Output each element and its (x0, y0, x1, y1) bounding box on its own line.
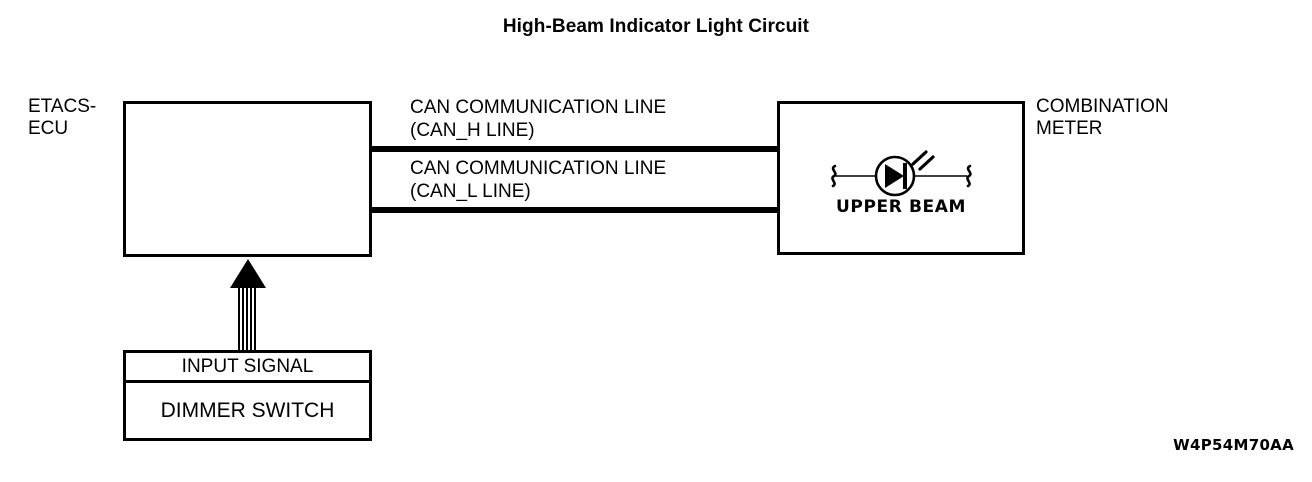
led-lamp-upper-beam-icon (831, 150, 972, 197)
can-h-line-label: CAN COMMUNICATION LINE (CAN_H LINE) (410, 97, 667, 141)
input-signal-label: INPUT SIGNAL (181, 356, 314, 377)
can-l-line-label: CAN COMMUNICATION LINE (CAN_L LINE) (410, 158, 667, 202)
drawing-code: W4P54M70AA (1173, 436, 1294, 454)
etacs-ecu-label: ETACS- ECU (28, 96, 97, 139)
upper-beam-label: UPPER BEAM (836, 197, 966, 217)
etacs-ecu-box (123, 101, 372, 257)
input-signal-arrow-icon (230, 259, 266, 351)
page-title: High-Beam Indicator Light Circuit (502, 16, 810, 37)
can-l-line (372, 207, 778, 213)
dimmer-switch-label: DIMMER SWITCH (160, 399, 335, 422)
dimmer-switch-divider (126, 380, 369, 383)
dimmer-switch-box: INPUT SIGNAL DIMMER SWITCH (123, 350, 372, 441)
can-h-line (372, 146, 778, 152)
combination-meter-label: COMBINATION METER (1036, 96, 1169, 139)
